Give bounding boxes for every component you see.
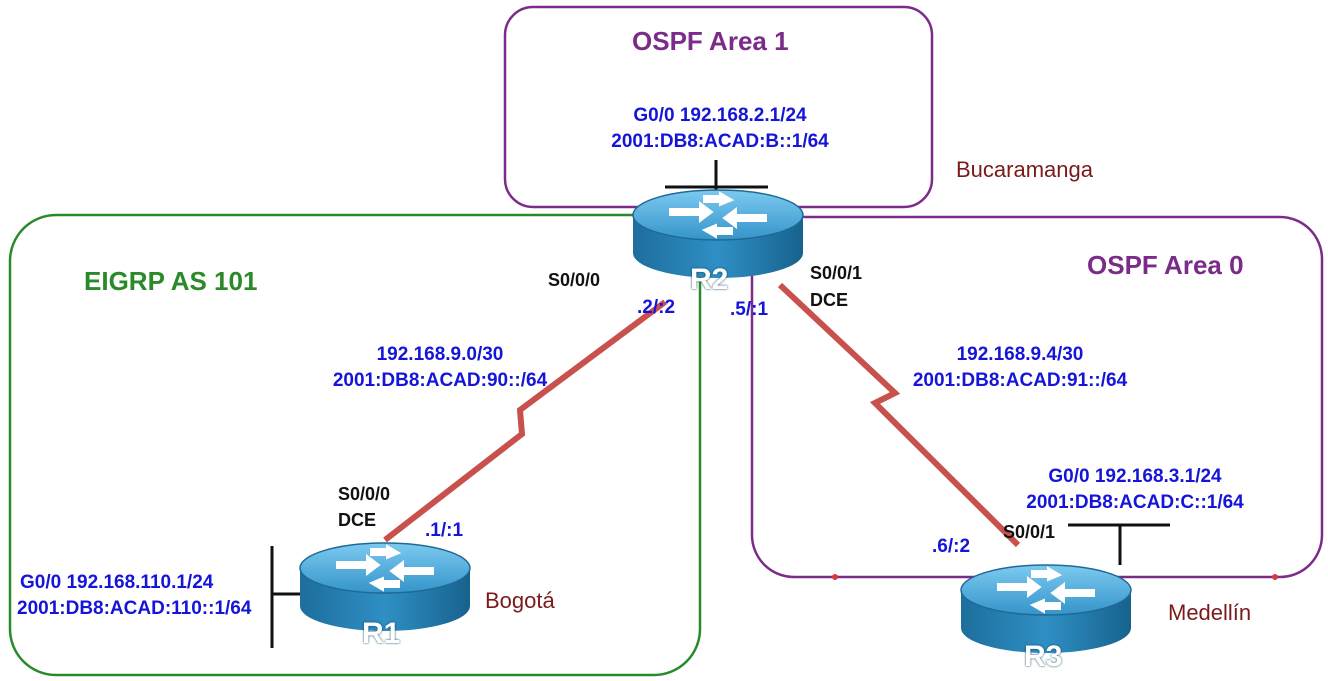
- router-r2-name: R2: [690, 263, 729, 296]
- r2-hostid-left: .2/:2: [637, 297, 676, 318]
- r1-serial-role: DCE: [338, 510, 377, 530]
- router-r3-name: R3: [1024, 640, 1063, 673]
- ospf-area1-title: OSPF Area 1: [632, 26, 789, 56]
- serial-link-r2-r3: [777, 282, 1021, 548]
- eigrp-title: EIGRP AS 101: [84, 266, 258, 296]
- r2-city: Bucaramanga: [956, 157, 1093, 182]
- r3-hostid: .6/:2: [932, 536, 971, 557]
- link-r1-r2-ipv6: 2001:DB8:ACAD:90::/64: [332, 370, 548, 391]
- r3-g0-ipv4: G0/0 192.168.3.1/24: [1048, 466, 1222, 487]
- boundary-dot: [832, 574, 838, 580]
- r3-city: Medellín: [1168, 600, 1252, 625]
- eigrp-boundary: [8, 213, 702, 677]
- r1-hostid: .1/:1: [425, 520, 464, 541]
- router-r1-name: R1: [362, 617, 401, 650]
- r2-hostid-right: .5/:1: [730, 299, 769, 320]
- r2-g0-ipv6: 2001:DB8:ACAD:B::1/64: [611, 131, 829, 152]
- r1-city: Bogotá: [485, 588, 555, 613]
- link-r2-r3-ipv4: 192.168.9.4/30: [956, 344, 1084, 365]
- r2-serial-right-role: DCE: [810, 290, 849, 310]
- r2-g0-ipv4: G0/0 192.168.2.1/24: [633, 105, 807, 126]
- link-r2-r3-ipv6: 2001:DB8:ACAD:91::/64: [912, 370, 1128, 391]
- r1-g0-ipv6: 2001:DB8:ACAD:110::1/64: [17, 598, 252, 619]
- r1-serial: S0/0/0: [338, 484, 391, 504]
- boundary-dot: [1272, 574, 1278, 580]
- ospf-area0-title: OSPF Area 0: [1087, 250, 1244, 280]
- r2-serial-right: S0/0/1: [810, 263, 863, 283]
- r3-g0-ipv6: 2001:DB8:ACAD:C::1/64: [1026, 492, 1244, 513]
- link-r1-r2-ipv4: 192.168.9.0/30: [376, 344, 504, 365]
- serial-link-r1-r2: [383, 299, 667, 543]
- r1-g0-ipv4: G0/0 192.168.110.1/24: [20, 572, 214, 593]
- r2-serial-left: S0/0/0: [548, 270, 601, 290]
- r3-serial: S0/0/1: [1003, 522, 1056, 542]
